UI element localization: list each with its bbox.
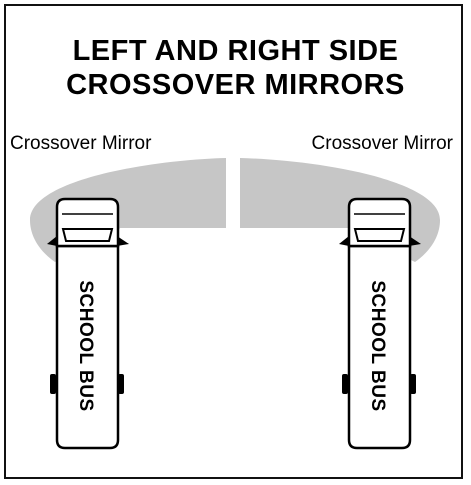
left-bus-side-light-right	[118, 374, 124, 394]
right-bus-body	[347, 244, 412, 450]
left-bus-side-light-left	[50, 374, 56, 394]
left-school-bus: SCHOOL BUS	[47, 197, 129, 450]
right-bus-side-light-right	[410, 374, 416, 394]
left-bus-body	[55, 244, 120, 450]
title-line-1: LEFT AND RIGHT SIDE	[72, 35, 399, 67]
left-bus-left-mirror	[47, 236, 57, 246]
title-line-2: CROSSOVER MIRRORS	[66, 69, 405, 101]
left-bus-right-mirror	[117, 236, 129, 246]
left-bus-windshield	[61, 228, 114, 242]
right-bus-text: SCHOOL BUS	[367, 280, 388, 411]
right-crossover-mirror-label: Crossover Mirror	[311, 133, 453, 154]
right-bus-side-light-left	[342, 374, 348, 394]
right-school-bus: SCHOOL BUS	[339, 197, 421, 450]
right-bus-left-mirror	[339, 236, 349, 246]
left-bus-text: SCHOOL BUS	[75, 280, 96, 411]
right-bus-right-mirror	[409, 236, 421, 246]
right-bus-windshield	[353, 228, 406, 242]
left-crossover-mirror-label: Crossover Mirror	[10, 133, 152, 154]
